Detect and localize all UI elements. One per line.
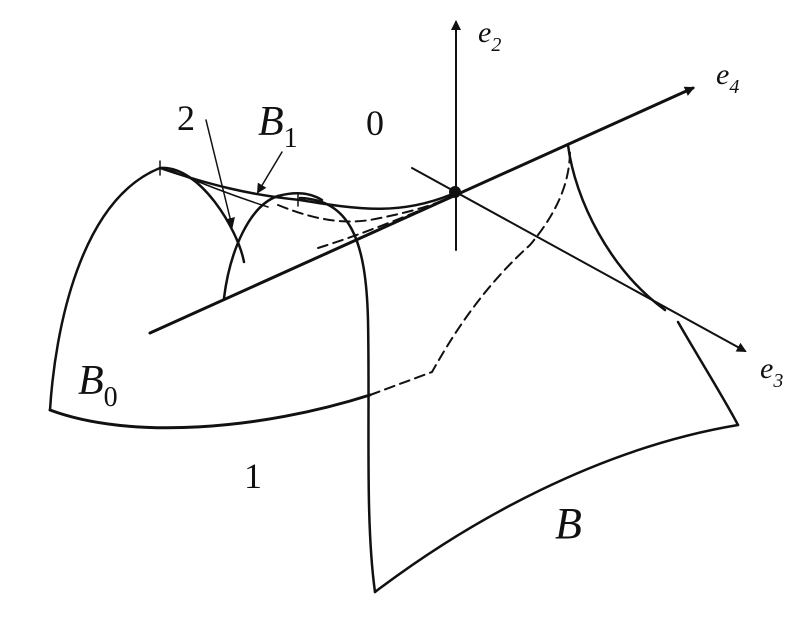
- label-b: B: [555, 499, 582, 548]
- fold-right-back: [566, 143, 667, 312]
- surface-curves: [48, 143, 740, 594]
- label-e4: e4: [716, 58, 739, 98]
- ridge-b1-inner: [169, 169, 269, 208]
- fold-right-front: [676, 320, 740, 427]
- leaders: [205, 119, 283, 228]
- label-1: 1: [244, 456, 262, 496]
- hidden-ridge: [277, 195, 453, 223]
- axis-e4: [148, 86, 695, 335]
- axes: [148, 20, 747, 352]
- axis-e3: [411, 167, 747, 352]
- label-b1: B1: [258, 99, 298, 154]
- label-e3: e3: [760, 352, 783, 392]
- label-2: 2: [177, 98, 195, 138]
- hidden-bottom: [369, 149, 571, 396]
- hidden-ridge-2: [317, 196, 453, 249]
- labels: e2 e4 e3 B1 B0 B 0 1 2: [78, 16, 783, 548]
- edge-b-bottom: [373, 423, 740, 594]
- leader-2: [205, 119, 235, 228]
- hidden-curves: [277, 149, 571, 396]
- ridge-b1: [158, 166, 452, 210]
- arch-small: [222, 192, 324, 300]
- leader-b1: [256, 151, 283, 194]
- edge-b0-bottom: [48, 393, 372, 430]
- label-e2: e2: [478, 16, 501, 56]
- arch-main: [298, 196, 377, 594]
- label-b0: B0: [78, 358, 118, 413]
- label-0: 0: [366, 103, 384, 143]
